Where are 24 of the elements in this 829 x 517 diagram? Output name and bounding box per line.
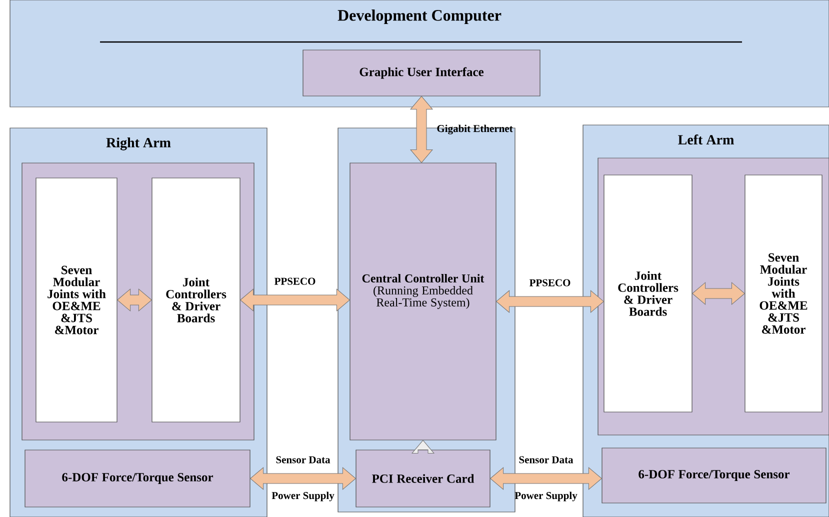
edge-label: Sensor Data: [519, 456, 574, 464]
double-arrow: [490, 467, 602, 490]
double-arrow: [250, 467, 356, 490]
box: 6-DOF Force/Torque Sensor: [602, 448, 826, 504]
box: Graphic User Interface: [302, 50, 540, 96]
box: 6-DOF Force/Torque Sensor: [24, 450, 250, 508]
double-arrow: [692, 282, 745, 305]
box: PCI Receiver Card: [356, 450, 490, 508]
double-arrow: [117, 288, 152, 312]
box: Joint Controllers & Driver Boards: [152, 178, 240, 422]
box: Seven Modular Joints with OE&ME &JTS &Motor: [744, 174, 822, 412]
double-arrow: [410, 96, 433, 163]
double-arrow: [240, 288, 350, 312]
edge-label: PPSECO: [529, 279, 570, 286]
signal-label: Power Supply: [272, 492, 334, 502]
edge-label: Gigabit Ethernet: [437, 124, 513, 134]
double-arrow: [496, 290, 604, 313]
controller-box: Central Controller Unit (Running Embedded Real-Time System): [350, 162, 496, 440]
edge-label: Sensor Data: [276, 456, 330, 464]
box: Seven Modular Joints with OE&ME &JTS &Motor: [36, 178, 118, 422]
arrow: [412, 440, 434, 454]
signal-label: Power Supply: [514, 492, 578, 502]
edge-label: PPSECO: [274, 278, 316, 285]
box: Joint Controllers & Driver Boards: [604, 174, 692, 412]
